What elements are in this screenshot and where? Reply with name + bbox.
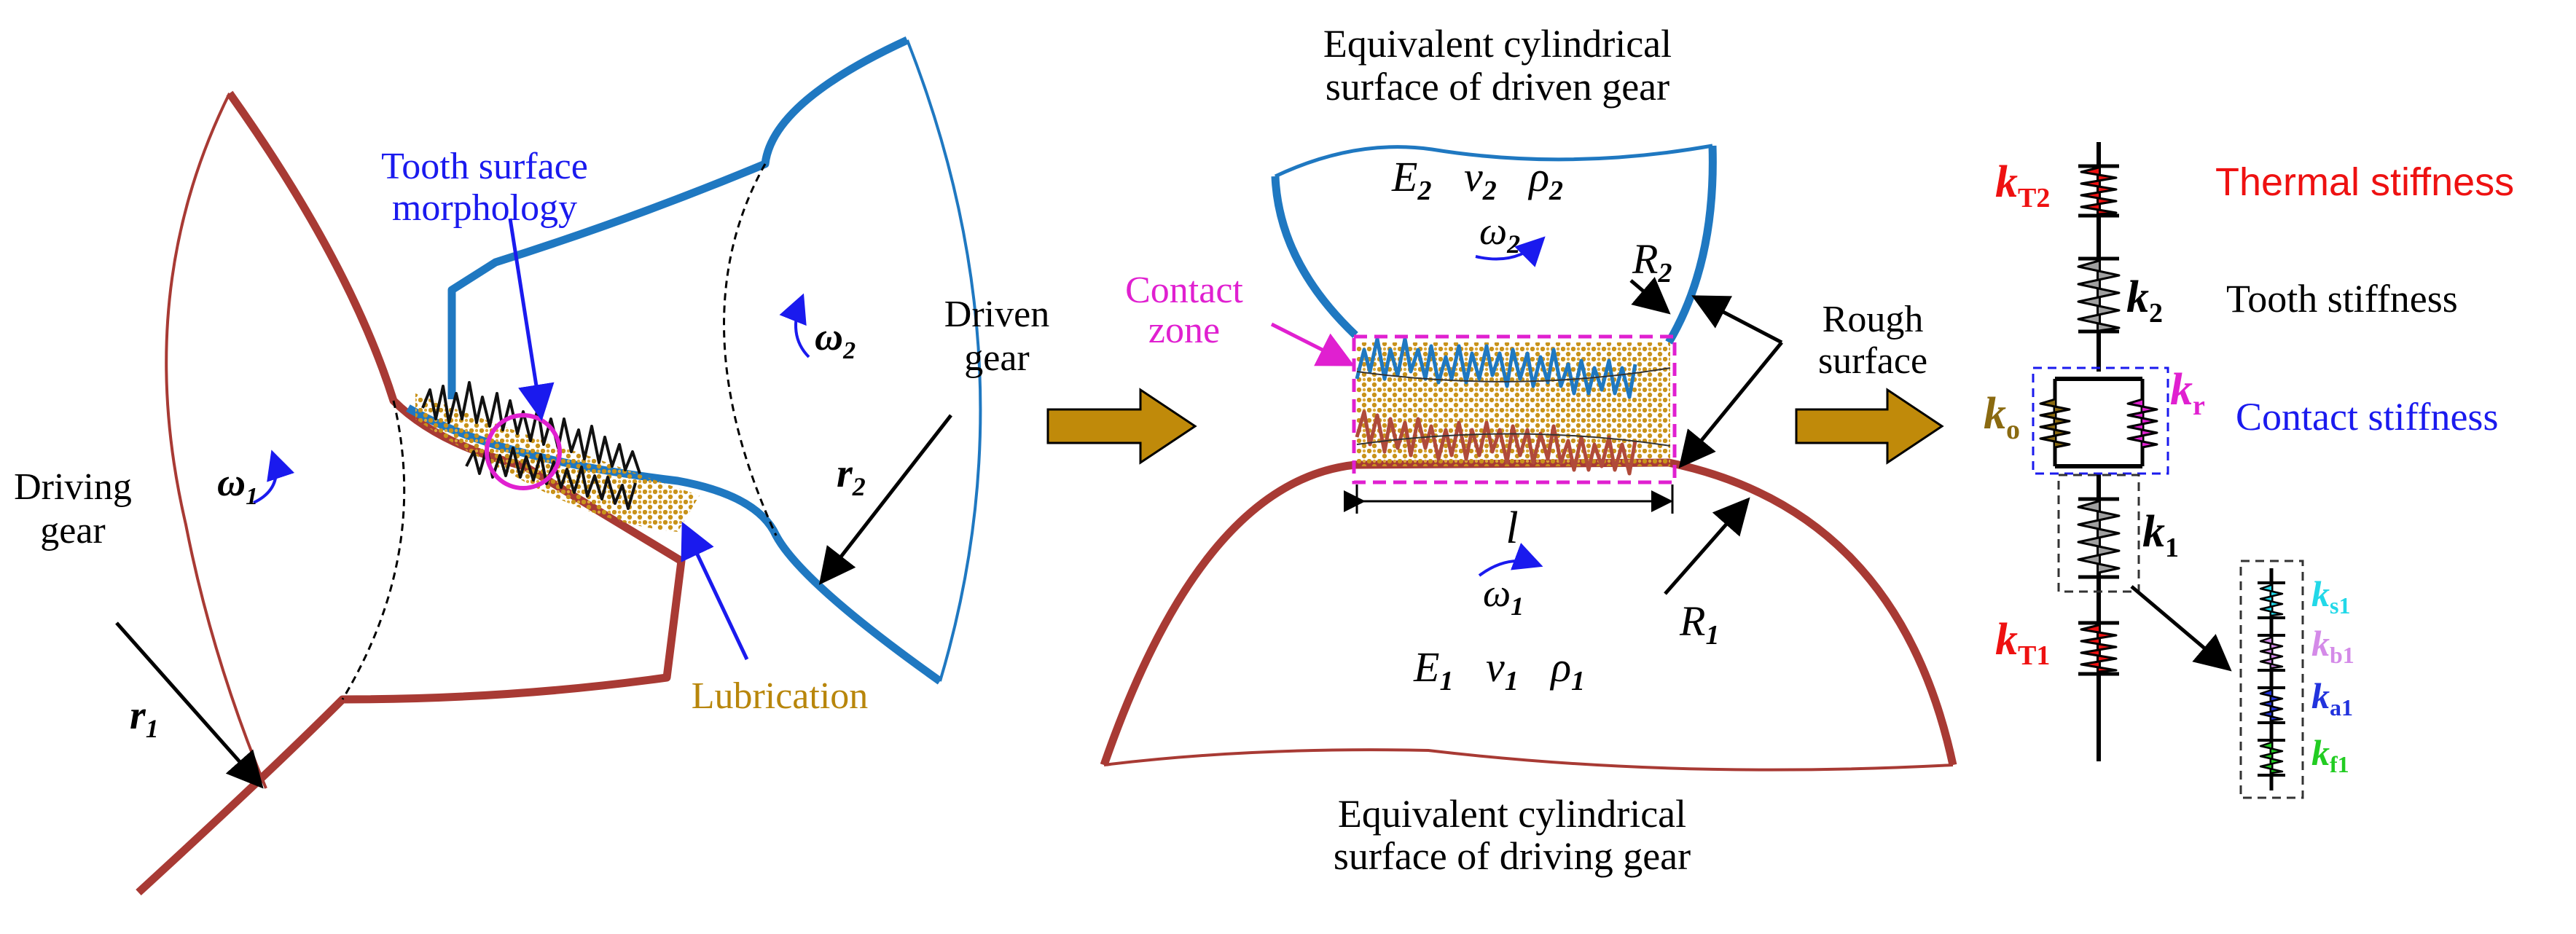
k1-detail-box [2057, 474, 2140, 593]
upper-mean-line [1356, 367, 1671, 382]
upper-rough-profile [1355, 337, 1637, 399]
kr-spring [2126, 398, 2158, 449]
tooth-stiffness-label: Tooth stiffness [2226, 277, 2458, 321]
ko-label: ko [1984, 389, 2020, 445]
omega1-cyl-rotation-arrow [1478, 543, 1543, 577]
omega1-label: ω1 [217, 460, 258, 510]
driving-cylinder-bottom-edge [1103, 748, 1954, 772]
driving-cylinder-title-1: Equivalent cylindrical [1338, 792, 1686, 836]
omega2-rotation-arrow [779, 293, 810, 358]
omega1-cyl-label: ω1 [1483, 571, 1524, 621]
contact-zone-label-2: zone [1148, 310, 1220, 351]
lower-rough-profile [1355, 409, 1637, 476]
contact-stiffness-label: Contact stiffness [2236, 395, 2498, 439]
driving-gear-label-2: gear [40, 510, 105, 552]
tooth-surface-arrow [508, 218, 555, 421]
driving-gear-inner-circle [341, 400, 406, 700]
driving-gear-label-1: Driving [14, 466, 132, 508]
contact-zone-box [1352, 334, 1677, 484]
omega1-rotation-arrow [253, 450, 295, 504]
driven-gear-thin-edge [906, 39, 982, 682]
kT1-label: kT1 [1995, 615, 2050, 671]
lubrication-arrow [681, 521, 749, 661]
ks1-spring [2259, 584, 2284, 617]
driven-cylinder-top-edge [1274, 144, 1713, 178]
rough-arrow-lower [1678, 341, 1783, 468]
R1-label: R1 [1679, 597, 1719, 651]
R1-arrow [1664, 497, 1750, 595]
ka1-spring [2259, 688, 2284, 722]
kT1-spring [2080, 624, 2118, 673]
r1-label: r1 [130, 693, 159, 743]
driven-cylinder-left-edge [1271, 176, 1358, 338]
ka1-label: ka1 [2311, 675, 2353, 721]
driven-gear-label-2: gear [964, 337, 1029, 379]
tooth-rough-surface [421, 381, 641, 474]
kr-label: kr [2170, 365, 2205, 421]
transition-arrow-1 [1046, 388, 1197, 465]
driving-cylinder-title-2: surface of driving gear [1334, 834, 1691, 878]
rough-surface-label-1: Rough [1823, 299, 1924, 340]
omega2-cyl-rotation-arrow [1475, 236, 1546, 267]
R2-label: R2 [1632, 235, 1672, 289]
panel-stiffness-model: kT2 k2 ko kr k1 kT1 ks1 kb1 ka1 kf1 Ther… [1984, 142, 2514, 799]
panel-gear-pair: Tooth surface morphology Lubrication Dri… [14, 36, 1049, 896]
kT2-spring [2080, 166, 2118, 216]
k2-label: k2 [2126, 272, 2163, 329]
k1-label: k1 [2142, 507, 2179, 563]
lubrication-label: Lubrication [692, 675, 869, 717]
kb1-label: kb1 [2311, 623, 2354, 668]
kT2-label: kT2 [1995, 157, 2050, 213]
driving-cylinder-arc [1100, 458, 1957, 766]
transition-arrow-2 [1795, 388, 1944, 465]
k1-spring [2077, 500, 2121, 574]
contact-zone-label-1: Contact [1125, 270, 1243, 311]
kf1-spring [2259, 741, 2284, 774]
kf1-label: kf1 [2311, 732, 2349, 777]
kb1-spring [2259, 636, 2284, 670]
driven-gear-profile [447, 36, 909, 399]
sub-springs-box [2239, 560, 2304, 799]
panel-equivalent-cylinders: Equivalent cylindrical surface of driven… [1100, 22, 1957, 878]
thermal-stiffness-label: Thermal stiffness [2215, 160, 2514, 204]
detail-arrow [2130, 585, 2232, 672]
ks1-label: ks1 [2311, 573, 2350, 619]
ko-spring [2039, 398, 2071, 449]
driving-material-params: E1 v1 ρ1 [1413, 643, 1585, 699]
k2-spring [2077, 259, 2121, 332]
driven-cylinder-title-1: Equivalent cylindrical [1323, 22, 1672, 66]
driven-gear-inner-circle [723, 163, 778, 536]
driven-gear-label-1: Driven [944, 294, 1049, 335]
driven-cylinder-title-2: surface of driven gear [1326, 65, 1669, 109]
tooth-surface-label-1: Tooth surface [381, 146, 588, 187]
r1-arrow [115, 621, 264, 789]
r2-label: r2 [837, 451, 866, 501]
length-label: l [1506, 503, 1518, 553]
tooth-surface-label-2: morphology [392, 187, 577, 229]
contact-stiffness-box [2032, 366, 2169, 475]
driven-material-params: E2 v2 ρ2 [1391, 153, 1563, 209]
R2-arrow [1629, 277, 1671, 315]
lower-mean-line [1356, 433, 1671, 447]
driving-gear-profile [136, 90, 686, 896]
rough-arrow-upper [1691, 295, 1783, 345]
omega2-label: ω2 [815, 315, 856, 364]
r2-arrow [818, 414, 952, 585]
omega2-cyl-label: ω2 [1479, 209, 1520, 259]
driving-gear-thin-edge [165, 93, 267, 789]
rough-surface-label-2: surface [1818, 340, 1927, 382]
contact-zone-arrow [1270, 322, 1355, 366]
driven-cylinder-right-edge [1665, 145, 1717, 345]
